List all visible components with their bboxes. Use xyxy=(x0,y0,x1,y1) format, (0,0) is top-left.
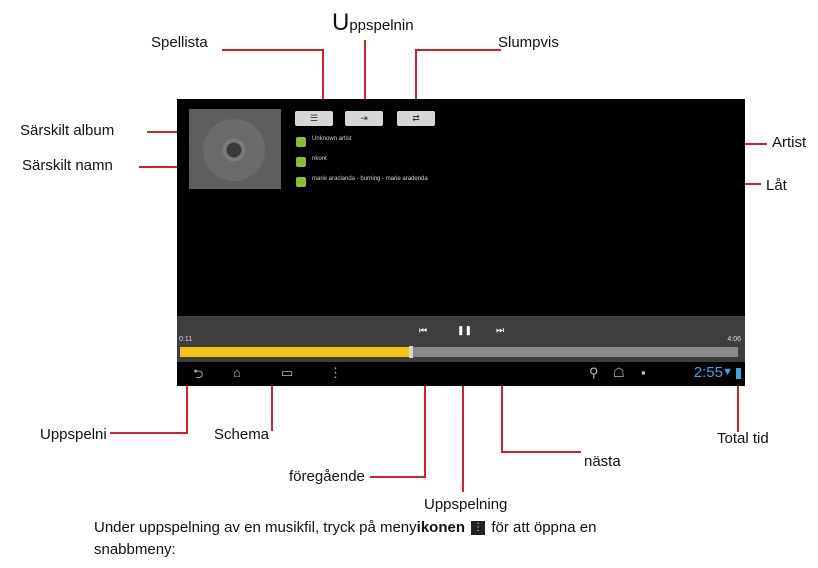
callout-line-schema xyxy=(271,353,273,431)
next-button[interactable]: ⏭ xyxy=(496,325,505,335)
total-time: 4:06 xyxy=(727,336,741,343)
playlist-button[interactable]: ☰ xyxy=(295,111,333,126)
disc-icon xyxy=(203,119,265,181)
back-icon[interactable]: ⮌ xyxy=(193,366,204,381)
shuffle-button[interactable]: ⇄ xyxy=(397,111,435,126)
system-bar: ⮌ ⌂ ▭ ⋮ ⚲ ☖ ▪ 2:55 ▼ xyxy=(177,362,745,386)
caption-text-a: Under uppspelning av en musikfil, tryck … xyxy=(94,519,417,536)
album-icon xyxy=(296,157,306,167)
android-icon: ☖ xyxy=(613,365,625,380)
progress-bar[interactable] xyxy=(180,346,738,358)
label-sarskilt-namn: Särskilt namn xyxy=(22,157,113,174)
wifi-icon: ▼ xyxy=(722,366,733,378)
label-schema: Schema xyxy=(214,426,270,443)
song-icon xyxy=(296,177,306,187)
caption-line-1: Under uppspelning av en musikfil, tryck … xyxy=(94,519,596,536)
label-uppspelni: Uppspelni xyxy=(40,426,107,443)
recent-apps-icon[interactable]: ▭ xyxy=(281,365,294,380)
callout-line-foregaend-h xyxy=(370,476,426,478)
callout-line-uppspelni-h xyxy=(110,432,188,434)
artist-text: Unknown artist xyxy=(312,136,352,142)
caption-line-2: snabbmeny: xyxy=(94,541,176,558)
elapsed-time: 0:11 xyxy=(179,336,193,343)
label-uppspelning-bottom: Uppspelning xyxy=(424,496,508,513)
label-nasta: nästa xyxy=(584,453,621,470)
label-uppspelning-top-initial: U xyxy=(332,9,350,36)
label-lat: Låt xyxy=(766,177,787,194)
label-slumpvis: Slumpvis xyxy=(498,34,559,51)
control-bar: 0:11 ⏮ ❚❚ ⏭ 4:06 xyxy=(177,316,745,362)
usb-icon: ⚲ xyxy=(589,365,599,380)
menu-icon[interactable]: ⋮ xyxy=(329,365,342,380)
callout-line-foregaend-v xyxy=(424,334,426,477)
repeat-button[interactable]: ⇥ xyxy=(345,111,383,126)
signal-icon: ▪ xyxy=(641,365,646,380)
callout-line-album xyxy=(147,131,189,133)
previous-button[interactable]: ⏮ xyxy=(419,325,428,335)
label-artist: Artist xyxy=(772,134,807,151)
callout-line-uppspelning-top xyxy=(364,40,366,111)
artist-icon xyxy=(296,137,306,147)
album-text: nkont xyxy=(312,156,327,162)
callout-line-spellista-h xyxy=(222,49,324,51)
callout-line-slumpvis-h xyxy=(415,49,501,51)
song-text: marie araclanda - burning - marie araden… xyxy=(312,176,428,182)
callout-line-nasta-v xyxy=(501,334,503,452)
play-pause-button[interactable]: ❚❚ xyxy=(457,325,473,335)
callout-line-nasta-h xyxy=(501,451,581,453)
battery-icon xyxy=(736,368,741,379)
progress-fill xyxy=(180,347,409,357)
album-art[interactable] xyxy=(189,109,281,189)
callout-line-uppspelni-v xyxy=(186,340,188,434)
label-uppspelning-top-rest: ppspelnin xyxy=(349,17,414,34)
caption-text-b: för att öppna en xyxy=(491,519,597,536)
caption-bold: ikonen xyxy=(416,519,465,536)
label-total-tid: Total tid xyxy=(717,430,769,447)
home-icon[interactable]: ⌂ xyxy=(233,365,241,380)
menu-key-icon: ⋮ xyxy=(471,521,486,536)
label-sarskilt-album: Särskilt album xyxy=(20,122,115,139)
player-screen: ☰ ⇥ ⇄ Unknown artist nkont marie araclan… xyxy=(177,99,745,386)
callout-line-spellista-v xyxy=(322,49,324,111)
clock: 2:55 xyxy=(693,364,723,381)
progress-thumb[interactable] xyxy=(409,346,413,358)
callout-line-uppspelning-bottom xyxy=(462,334,464,492)
label-spellista: Spellista xyxy=(151,34,208,51)
label-uppspelning-top: Uppspelnin xyxy=(332,9,414,37)
label-foregaend: föregående xyxy=(289,468,365,485)
callout-line-slumpvis-v xyxy=(415,49,417,111)
callout-line-total-tid xyxy=(737,340,739,432)
